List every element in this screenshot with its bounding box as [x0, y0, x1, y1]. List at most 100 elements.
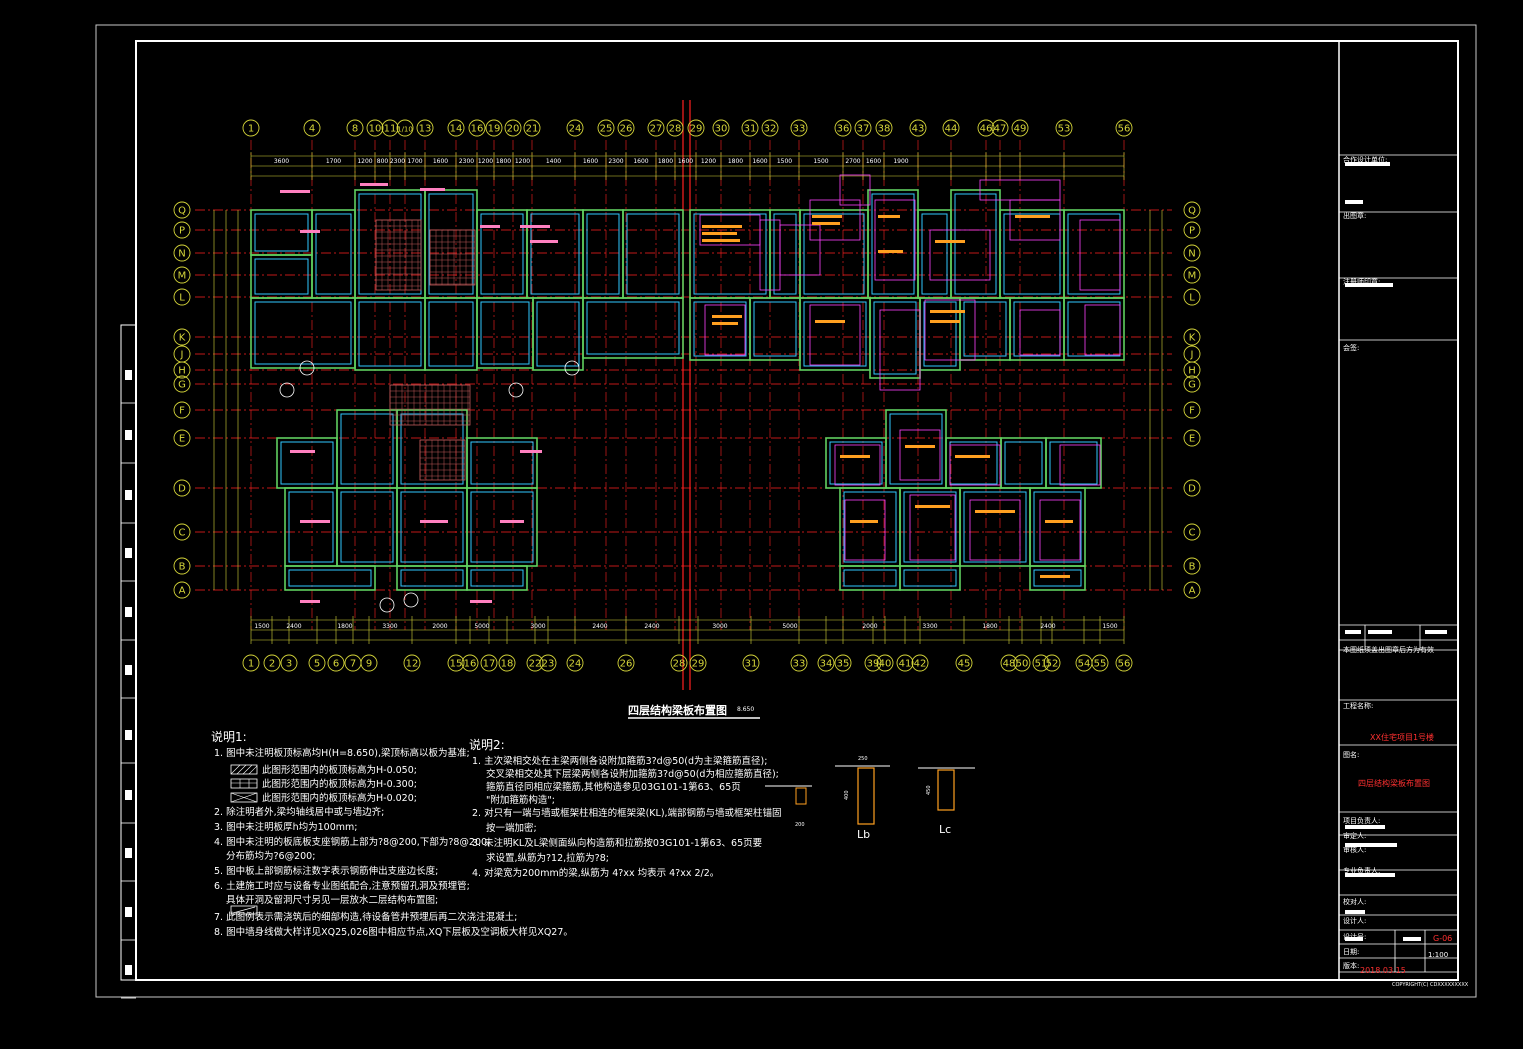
axis-bubble-left-circle — [173, 361, 191, 379]
beam-label-mark — [812, 215, 842, 218]
axis-bubble-top-circle — [597, 119, 615, 137]
tb-row-coop: 合作设计单位: — [1343, 156, 1388, 164]
axis-bubble-left-label: E — [179, 434, 185, 445]
axis-bubble-top-circle — [977, 119, 995, 137]
axis-bubble-top-circle — [1115, 119, 1133, 137]
axis-bubble-left-circle — [173, 288, 191, 306]
axis-bubble-right-label: H — [1188, 366, 1196, 377]
axis-bubble-bottom-circle — [1115, 654, 1133, 672]
slab-label-mark — [280, 190, 310, 193]
slab-label-mark — [420, 520, 448, 523]
slab-panel — [921, 213, 948, 295]
axis-bubble-top-label: 1/10 — [397, 126, 413, 134]
beam-label-mark — [850, 520, 878, 523]
slab-panel — [254, 301, 352, 365]
slab-panel — [626, 213, 680, 295]
axis-bubble-bottom-circle — [403, 654, 421, 672]
slab-panel — [873, 301, 917, 375]
dim-text-bottom: 3000 — [530, 623, 545, 630]
axis-bubble-bottom-circle — [447, 654, 465, 672]
axis-bubble-bottom-circle — [817, 654, 835, 672]
slab-label-mark — [520, 450, 542, 453]
slab-panel — [428, 193, 474, 295]
beam-bay — [950, 189, 1001, 299]
axis-bubble-left-label: D — [178, 484, 186, 495]
dim-text-bottom: 1800 — [982, 623, 997, 630]
axis-bubble-top-circle — [1055, 119, 1073, 137]
axis-bubble-left-label: N — [178, 249, 185, 260]
beam-annotation-box — [899, 429, 941, 481]
dim-text-top: 1600 — [583, 158, 598, 165]
beam-annotation-box — [1084, 304, 1121, 356]
axis-bubble-right-label: B — [1189, 562, 1196, 573]
beam-label-mark — [975, 510, 1015, 513]
beam-bay — [582, 209, 624, 299]
beam-annotation-box — [1039, 499, 1081, 561]
slab-panel — [889, 413, 943, 485]
dim-text-top: 1600 — [752, 158, 767, 165]
beam-bay — [424, 189, 478, 299]
axis-bubble-bottom-circle — [834, 654, 852, 672]
dim-text-top: 1600 — [433, 158, 448, 165]
tb-row-pm: 项目负责人: — [1343, 817, 1381, 825]
axis-bubble-right-circle — [1183, 581, 1201, 599]
notes1-item: 2. 除注明者外,梁均轴线居中或与墙边齐; — [214, 807, 385, 818]
axis-bubble-top-circle — [761, 119, 779, 137]
slab-panel — [340, 491, 394, 563]
tb-row-lead: 专业负责人: — [1343, 867, 1381, 875]
notes2-heading: 说明2: — [469, 738, 505, 752]
axis-bubble-right-circle — [1183, 523, 1201, 541]
dim-text-top: 2300 — [459, 158, 474, 165]
axis-bubble-bottom-label: 15 — [450, 659, 463, 670]
axis-bubble-top-circle — [504, 119, 522, 137]
axis-bubble-bottom-circle — [242, 654, 260, 672]
axis-bubble-right-label: C — [1189, 528, 1196, 539]
axis-bubble-left-label: P — [179, 226, 185, 237]
slab-label-mark — [300, 520, 330, 523]
slab-panel — [358, 301, 422, 367]
dim-text-bottom: 2400 — [592, 623, 607, 630]
beam-annotation-box — [759, 219, 781, 291]
axis-bubble-bottom-label: 3 — [286, 659, 292, 670]
dim-text-bottom: 3000 — [712, 623, 727, 630]
axis-bubble-bottom-circle — [790, 654, 808, 672]
slab-panel — [480, 213, 524, 295]
axis-bubble-right-label: F — [1189, 406, 1195, 417]
axis-bubble-bottom-label: 50 — [1016, 659, 1029, 670]
beam-bay — [476, 297, 534, 369]
axis-bubble-bottom-circle — [955, 654, 973, 672]
dim-text-top: 1200 — [701, 158, 716, 165]
dim-text-top: 1600 — [678, 158, 693, 165]
axis-bubble-top-circle — [523, 119, 541, 137]
axis-bubble-top-circle — [468, 119, 486, 137]
axis-bubble-left-circle — [173, 523, 191, 541]
slab-panel — [1033, 491, 1082, 563]
notes2-item: 1. 主次梁相交处在主梁两侧各设附加箍筋3?d@50(d为主梁箍筋直径); — [472, 756, 768, 767]
dim-text-top: 1200 — [515, 158, 530, 165]
beam-bay — [250, 254, 313, 299]
axis-bubble-right-label: Q — [1188, 206, 1196, 217]
axis-bubble-bottom-circle — [1091, 654, 1109, 672]
notes1-item: 6. 土建施工时应与设备专业图纸配合,注意预留孔洞及预埋管; — [214, 881, 470, 892]
axis-bubble-bottom-circle — [617, 654, 635, 672]
axis-bubble-bottom-label: 55 — [1094, 659, 1107, 670]
binding-mark — [125, 548, 132, 558]
beam-bay — [336, 409, 398, 489]
beam-annotation-box — [909, 494, 956, 561]
axis-bubble-bottom-label: 16 — [464, 659, 477, 670]
titleblock-text-bar — [1345, 825, 1385, 829]
axis-bubble-bottom-circle — [263, 654, 281, 672]
axis-bubble-top-label: 31 — [744, 124, 757, 135]
dim-text-top: 1700 — [326, 158, 341, 165]
axis-bubble-top-circle — [834, 119, 852, 137]
beam-bay — [1063, 297, 1125, 361]
slab-panel — [903, 569, 957, 587]
axis-bubble-top-label: 30 — [715, 124, 728, 135]
axis-bubble-bottom-label: 41 — [899, 659, 912, 670]
titleblock-text-bar — [1345, 200, 1363, 204]
axis-bubble-bottom-label: 5 — [314, 659, 320, 670]
slab-panel — [963, 301, 1007, 357]
floor-plan — [250, 174, 1125, 613]
slab-panel — [803, 213, 865, 295]
